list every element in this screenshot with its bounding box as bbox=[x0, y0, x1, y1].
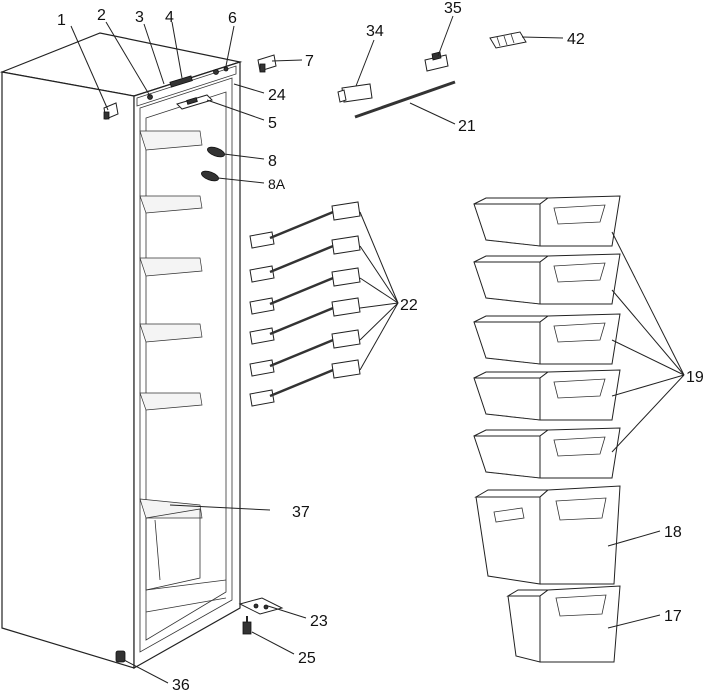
callout-22: 22 bbox=[400, 297, 418, 314]
callout-24: 24 bbox=[268, 87, 286, 104]
cabinet-shelves bbox=[139, 130, 203, 519]
callout-36: 36 bbox=[172, 677, 190, 691]
callout-37: 37 bbox=[292, 504, 310, 521]
callout-7: 7 bbox=[305, 53, 314, 70]
callout-8: 8 bbox=[268, 153, 277, 170]
hinge-23 bbox=[238, 597, 284, 615]
callout-34: 34 bbox=[366, 23, 384, 40]
hinge-bracket-7 bbox=[257, 54, 277, 73]
foot-36 bbox=[115, 650, 126, 663]
drawers-19 bbox=[473, 195, 621, 479]
callout-42: 42 bbox=[567, 31, 585, 48]
callout-6: 6 bbox=[228, 10, 237, 27]
rod-21 bbox=[354, 80, 456, 119]
callout-17: 17 bbox=[664, 608, 682, 625]
callout-2: 2 bbox=[97, 7, 106, 24]
callout-21: 21 bbox=[458, 118, 476, 135]
callout-35: 35 bbox=[444, 0, 462, 17]
callout-3: 3 bbox=[135, 9, 144, 26]
leader-lines bbox=[70, 15, 685, 684]
part-35 bbox=[424, 51, 449, 72]
callout-labels: 1 2 3 4 6 7 24 5 8 8A 34 35 42 21 22 19 … bbox=[57, 0, 704, 691]
callout-18: 18 bbox=[664, 524, 682, 541]
drawer-17 bbox=[506, 585, 621, 663]
part-42 bbox=[489, 31, 527, 49]
callout-5: 5 bbox=[268, 115, 277, 132]
callout-19: 19 bbox=[686, 369, 704, 386]
shelf-rails-22 bbox=[249, 201, 361, 407]
callout-25: 25 bbox=[298, 650, 316, 667]
callout-1: 1 bbox=[57, 12, 66, 29]
foot-25 bbox=[242, 616, 252, 635]
callout-23: 23 bbox=[310, 613, 328, 630]
refrigerator-cabinet bbox=[0, 32, 243, 670]
callout-4: 4 bbox=[165, 9, 174, 26]
callout-8a: 8A bbox=[268, 176, 286, 192]
drawer-18 bbox=[474, 485, 621, 585]
part-34 bbox=[337, 83, 373, 103]
